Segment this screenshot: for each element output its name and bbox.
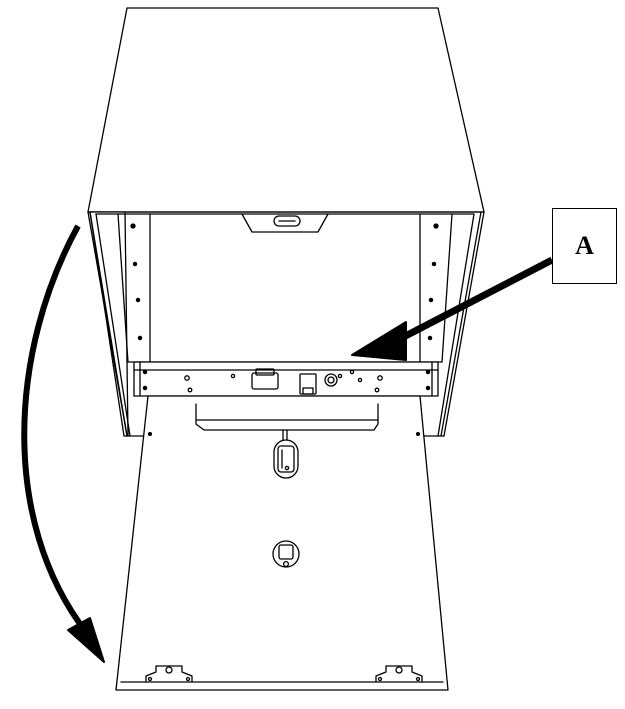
callout-box-a: A bbox=[552, 208, 617, 284]
door-latch-lower bbox=[272, 540, 300, 568]
callout-label: A bbox=[575, 231, 594, 260]
curved-arrow-icon bbox=[21, 224, 105, 663]
door-latch-upper bbox=[273, 429, 299, 479]
door-bottom-hinges bbox=[145, 665, 423, 683]
pointer-arrow-icon bbox=[351, 256, 554, 361]
door-recess bbox=[195, 403, 379, 431]
inner-back-wall bbox=[95, 213, 475, 363]
mounting-plate bbox=[133, 361, 439, 397]
top-latch-handle bbox=[241, 213, 329, 233]
cabinet-housing bbox=[87, 7, 485, 213]
door-panel bbox=[115, 395, 449, 691]
cabinet-side-walls bbox=[87, 211, 485, 437]
